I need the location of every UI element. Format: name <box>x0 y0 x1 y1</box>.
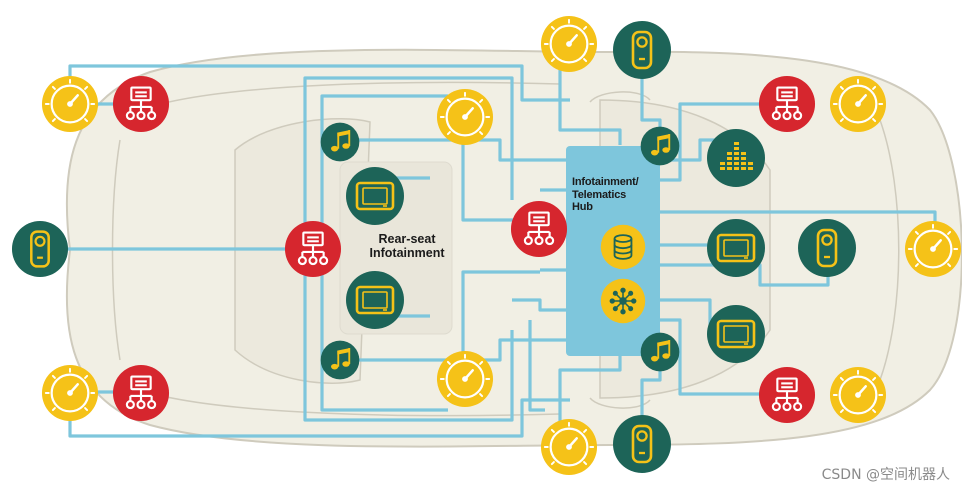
display-icon <box>706 218 766 278</box>
database-icon <box>600 224 646 270</box>
network-icon <box>758 366 816 424</box>
music-icon <box>640 332 680 372</box>
network-icon <box>284 220 342 278</box>
display-icon <box>706 304 766 364</box>
gauge-icon <box>436 88 494 146</box>
network-icon <box>112 364 170 422</box>
camera-icon <box>797 218 857 278</box>
camera-icon <box>11 220 69 278</box>
music-icon <box>640 126 680 166</box>
gauge-icon <box>540 15 598 73</box>
gauge-icon <box>829 366 887 424</box>
network-icon <box>510 200 568 258</box>
camera-icon <box>612 414 672 474</box>
network-icon <box>758 75 816 133</box>
network-icon <box>112 75 170 133</box>
gauge-icon <box>436 350 494 408</box>
gauge-icon <box>41 364 99 422</box>
gauge-icon <box>904 220 962 278</box>
music-icon <box>320 340 360 380</box>
gauge-icon <box>41 75 99 133</box>
music-icon <box>320 122 360 162</box>
display-icon <box>345 166 405 226</box>
camera-icon <box>612 20 672 80</box>
network-hub-icon <box>600 278 646 324</box>
gauge-icon <box>540 418 598 476</box>
hub-label: Infotainment/ Telematics Hub <box>572 176 639 214</box>
equalizer-icon <box>707 129 765 187</box>
rear-seat-label: Rear-seat Infotainment <box>369 232 445 261</box>
display-icon <box>345 270 405 330</box>
gauge-icon <box>829 75 887 133</box>
watermark: CSDN @空间机器人 <box>821 467 950 483</box>
